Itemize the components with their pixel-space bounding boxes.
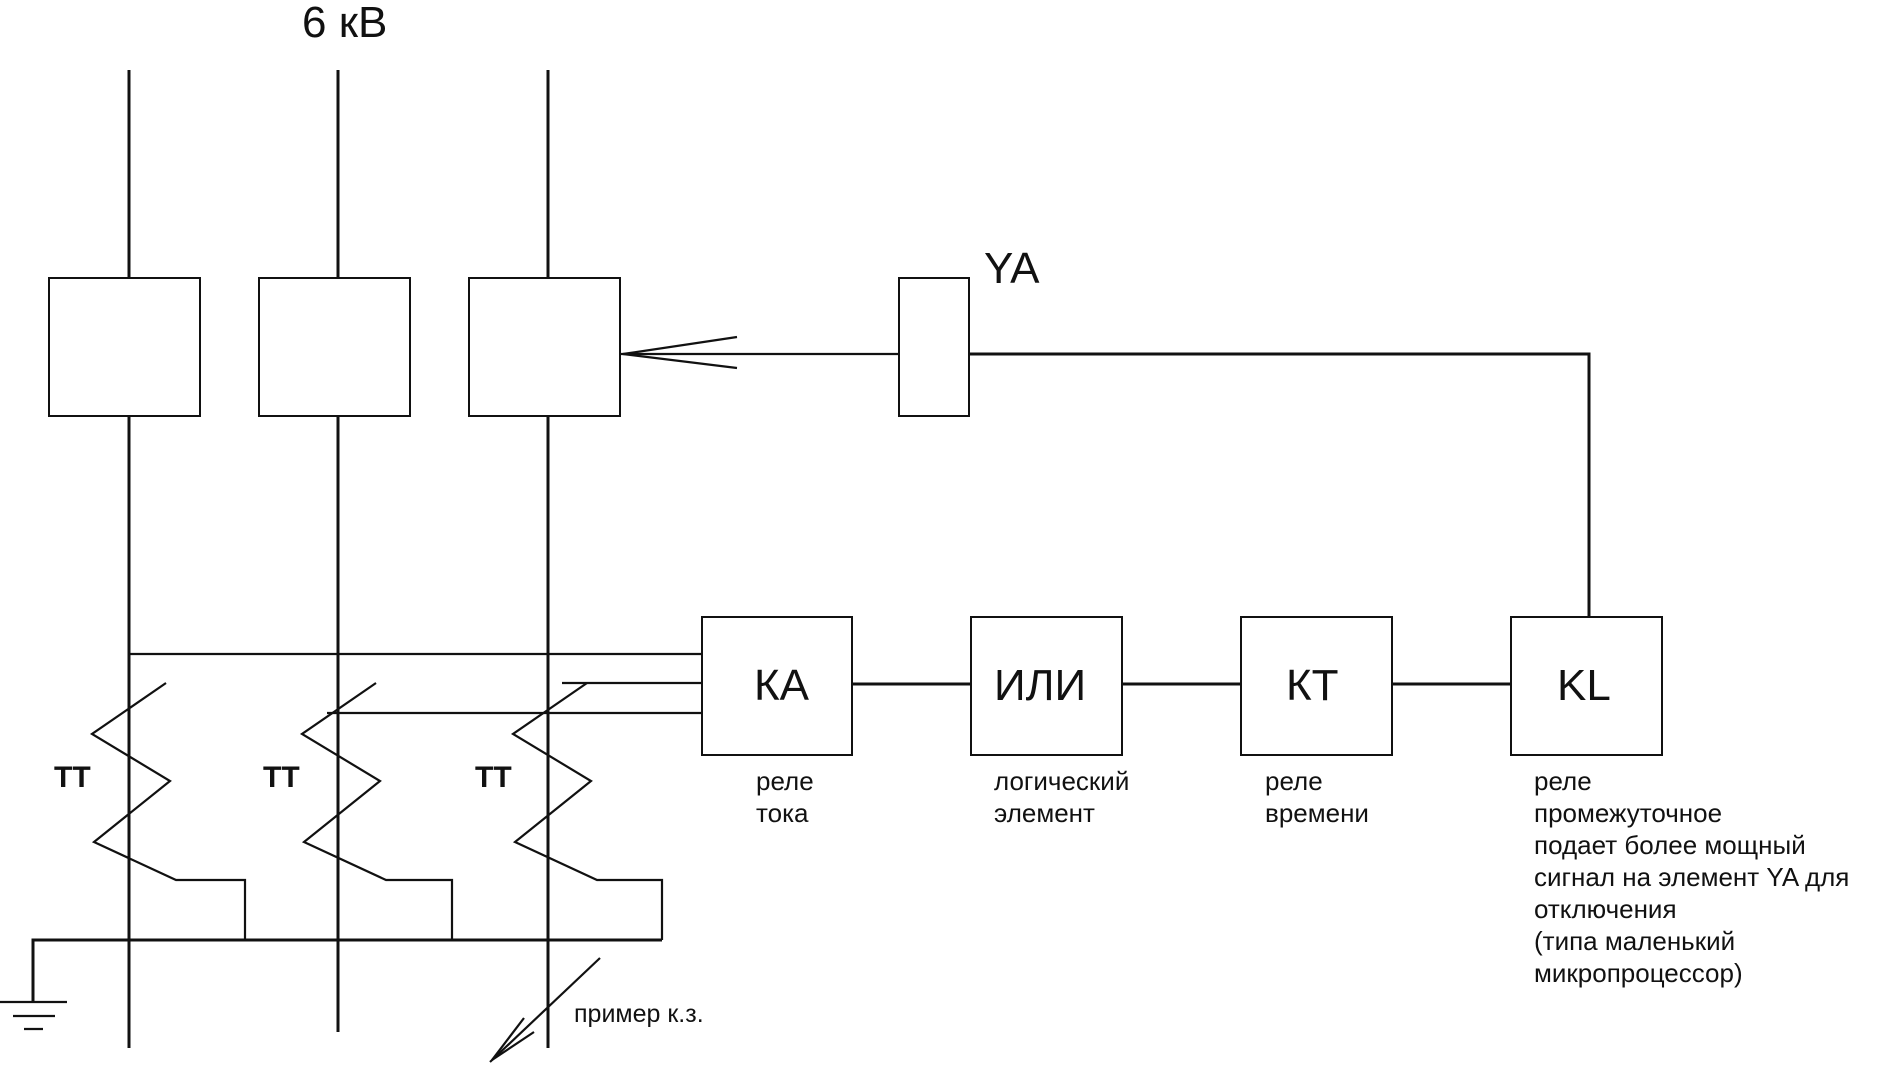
time-relay-caption-2: времени [1265,798,1369,828]
drive-arrow [622,335,738,370]
intermediate-relay-caption-7: микропроцессор) [1534,958,1743,988]
logic-element-label: ИЛИ [994,661,1086,710]
intermediate-relay-caption-4: сигнал на элемент YA для [1534,862,1849,892]
logic-element-block [970,616,1123,756]
time-relay-caption-1: реле [1265,766,1323,796]
ct-label-c: ТТ [475,761,512,794]
intermediate-relay-caption-2: промежуточное [1534,798,1722,828]
intermediate-relay-block [1510,616,1663,756]
ct-label-b: ТТ [263,761,300,794]
current-relay-label: КА [754,661,810,710]
breaker-block-a [48,277,201,417]
bus-voltage-label: 6 кВ [302,0,387,47]
fault-arrow-head [491,1017,535,1061]
time-relay-block [1240,616,1393,756]
intermediate-relay-caption-5: отключения [1534,894,1677,924]
current-relay-caption-2: тока [756,798,809,828]
intermediate-relay-caption-1: реле [1534,766,1592,796]
ya-label: YA [984,244,1040,293]
ct-winding-a [89,682,247,940]
ct-winding-b [299,682,454,940]
fault-arrow [489,957,601,1063]
current-relay-caption-1: реле [756,766,814,796]
ct-winding-c [510,682,664,940]
current-relay-block [701,616,853,756]
logic-element-caption-1: логический [994,766,1129,796]
fault-label: пример к.з. [574,1000,704,1028]
intermediate-relay-label: KL [1557,661,1611,710]
logic-element-caption-2: элемент [994,798,1095,828]
ya-trip-coil [898,277,970,417]
intermediate-relay-caption-3: подает более мощный [1534,830,1806,860]
ground-bus [31,938,662,1002]
ct-label-a: ТТ [54,761,91,794]
breaker-block-c [468,277,621,417]
intermediate-relay-caption-6: (типа маленький [1534,926,1735,956]
time-relay-label: КТ [1286,661,1339,710]
trip-line [970,352,1591,617]
breaker-block-b [258,277,411,417]
